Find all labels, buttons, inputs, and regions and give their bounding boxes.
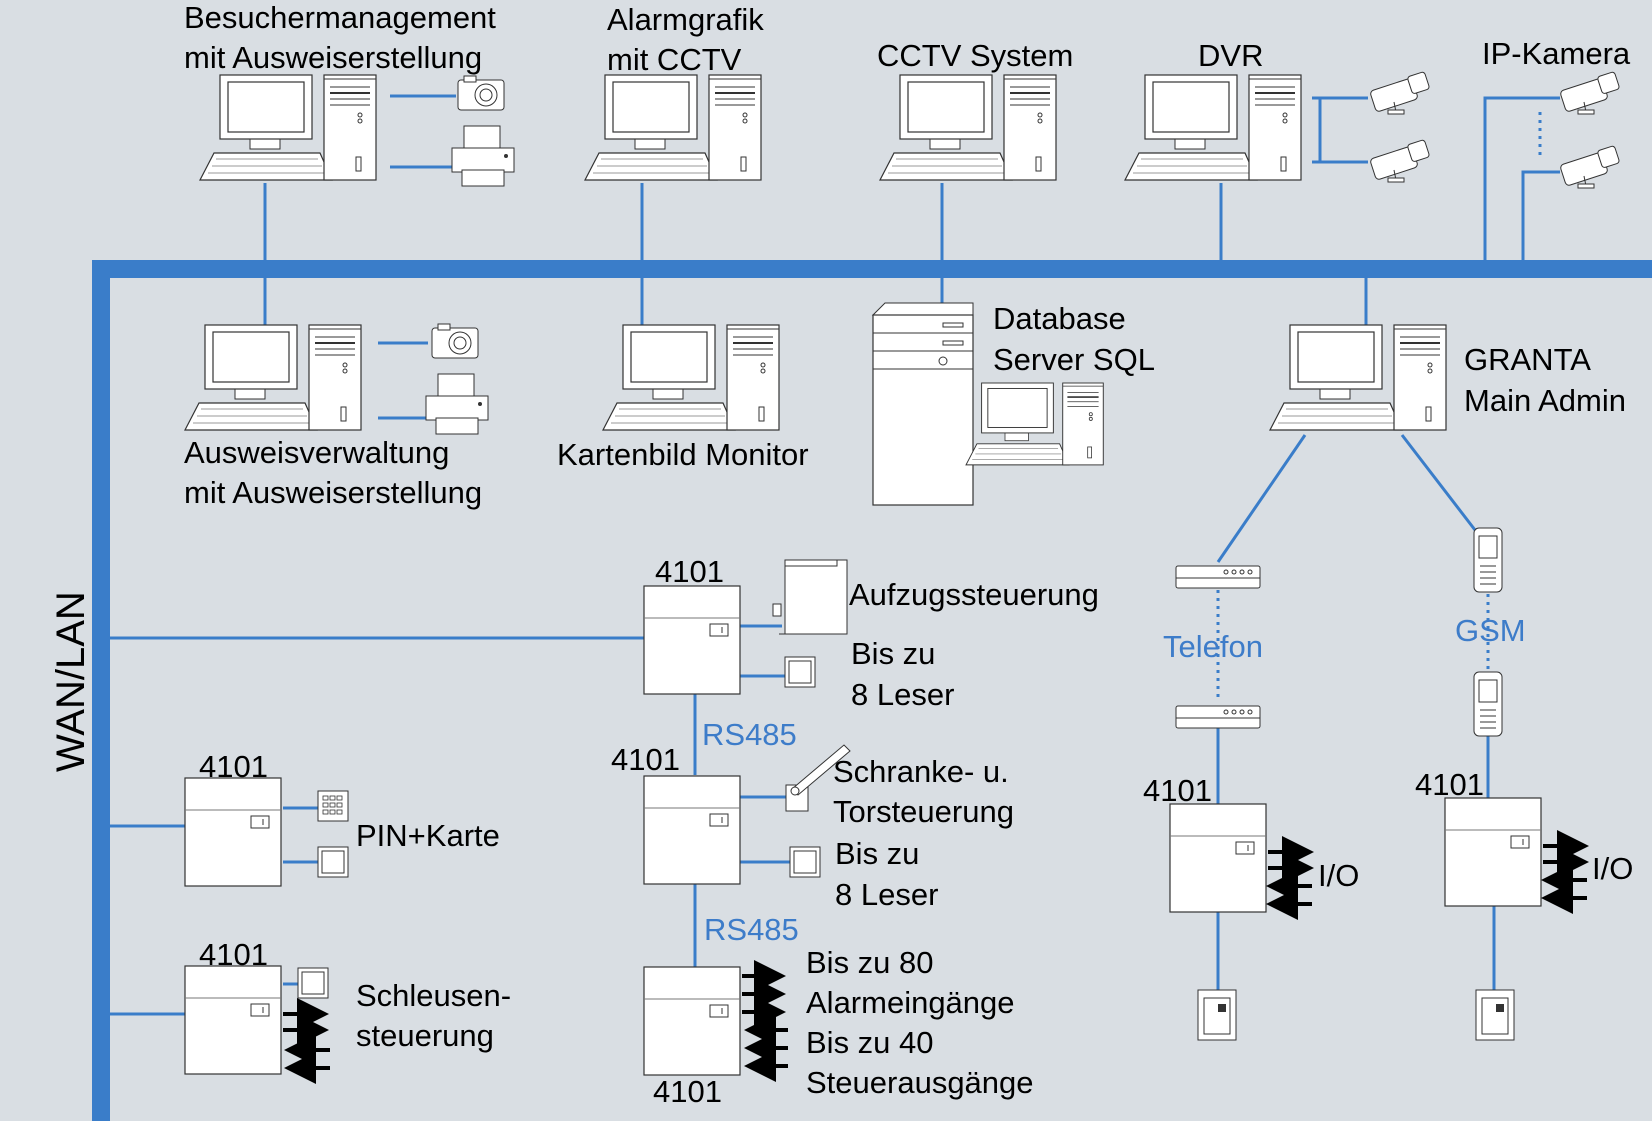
printer-icon (425, 373, 489, 435)
printer-icon (451, 125, 515, 187)
rs485-label: RS485 (702, 717, 797, 752)
keypad-icon (317, 790, 349, 822)
cctv-camera-icon (1369, 71, 1431, 115)
controller-label: 4101 (199, 749, 268, 784)
mobile-phone-icon (1473, 527, 1503, 593)
granta-label-1: GRANTA (1464, 342, 1591, 377)
controller-4101 (184, 777, 282, 887)
controller-label: 4101 (1143, 773, 1212, 808)
wan-lan-bus (92, 260, 1652, 1121)
controller-4101 (643, 585, 741, 695)
computer-icon (879, 74, 1057, 181)
barrier-icon (785, 744, 851, 812)
modem-icon (1175, 705, 1261, 729)
card-reader-icon (784, 656, 816, 688)
cctv-camera-icon (1559, 71, 1621, 115)
rs485-label: RS485 (704, 912, 799, 947)
database-label-2: Server SQL (993, 342, 1155, 377)
io-label: I/O (1592, 851, 1633, 886)
pin-karte-label: PIN+Karte (356, 818, 500, 853)
card-reader-icon (297, 967, 329, 999)
computer-icon (965, 382, 1105, 466)
computer-icon (584, 74, 762, 181)
computer-icon (199, 74, 377, 181)
camera-icon (431, 323, 479, 359)
granta-label-2: Main Admin (1464, 383, 1626, 418)
card-reader-icon (789, 846, 821, 878)
schleuse-label-2: steuerung (356, 1018, 494, 1053)
schleuse-label-1: Schleusen- (356, 978, 511, 1013)
card-reader-icon (1197, 989, 1237, 1041)
controller-4101 (643, 775, 741, 885)
kartenbild-label: Kartenbild Monitor (557, 437, 809, 472)
controller-label: 4101 (655, 554, 724, 589)
controller-label: 4101 (199, 937, 268, 972)
ausweis-label-2: mit Ausweiserstellung (184, 475, 482, 510)
card-reader-icon (317, 846, 349, 878)
arrow-icon (283, 830, 1589, 1084)
dvr-label: DVR (1198, 38, 1263, 73)
controller-4101 (184, 965, 282, 1075)
besucher-label-2: mit Ausweiserstellung (184, 40, 482, 75)
leser1-label-2: 8 Leser (851, 677, 954, 712)
bus-label: WAN/LAN (49, 591, 93, 772)
controller-4101 (1444, 797, 1542, 907)
alarm-label-1: Bis zu 80 (806, 945, 934, 980)
modem-icon (1175, 565, 1261, 589)
computer-icon (602, 324, 780, 431)
controller-label: 4101 (653, 1074, 722, 1109)
server-icon (872, 302, 974, 506)
computer-icon (1269, 324, 1447, 431)
alarm-label-2: Alarmeingänge (806, 985, 1015, 1020)
controller-4101 (1169, 803, 1267, 913)
camera-icon (457, 75, 505, 111)
io-label: I/O (1318, 858, 1359, 893)
cctv-camera-icon (1559, 145, 1621, 189)
cctv-label: CCTV System (877, 38, 1073, 73)
leser1-label-1: Bis zu (851, 636, 935, 671)
schranke-label-1: Schranke- u. (833, 754, 1009, 789)
ausweis-label-1: Ausweisverwaltung (184, 435, 449, 470)
besucher-label-1: Besuchermanagement (184, 0, 496, 35)
controller-4101 (643, 966, 741, 1076)
controller-label: 4101 (1415, 767, 1484, 802)
leser2-label-2: 8 Leser (835, 877, 938, 912)
card-reader-icon (1475, 989, 1515, 1041)
gsm-label: GSM (1455, 613, 1526, 648)
mobile-phone-icon (1473, 671, 1503, 737)
computer-icon (184, 324, 362, 431)
cctv-camera-icon (1369, 139, 1431, 183)
network-lines (92, 94, 1652, 1121)
database-label-1: Database (993, 301, 1126, 336)
alarmgrafik-label-1: Alarmgrafik (607, 2, 764, 37)
computer-icon (1124, 74, 1302, 181)
elevator-icon (772, 559, 848, 635)
leser2-label-1: Bis zu (835, 836, 919, 871)
alarmgrafik-label-2: mit CCTV (607, 42, 742, 77)
schranke-label-2: Torsteuerung (833, 794, 1014, 829)
alarm-label-4: Steuerausgänge (806, 1065, 1034, 1100)
ipcam-label: IP-Kamera (1482, 36, 1631, 71)
alarm-label-3: Bis zu 40 (806, 1025, 934, 1060)
telefon-label: Telefon (1163, 629, 1263, 664)
controller-label: 4101 (611, 742, 680, 777)
aufzug-label: Aufzugssteuerung (849, 577, 1099, 612)
